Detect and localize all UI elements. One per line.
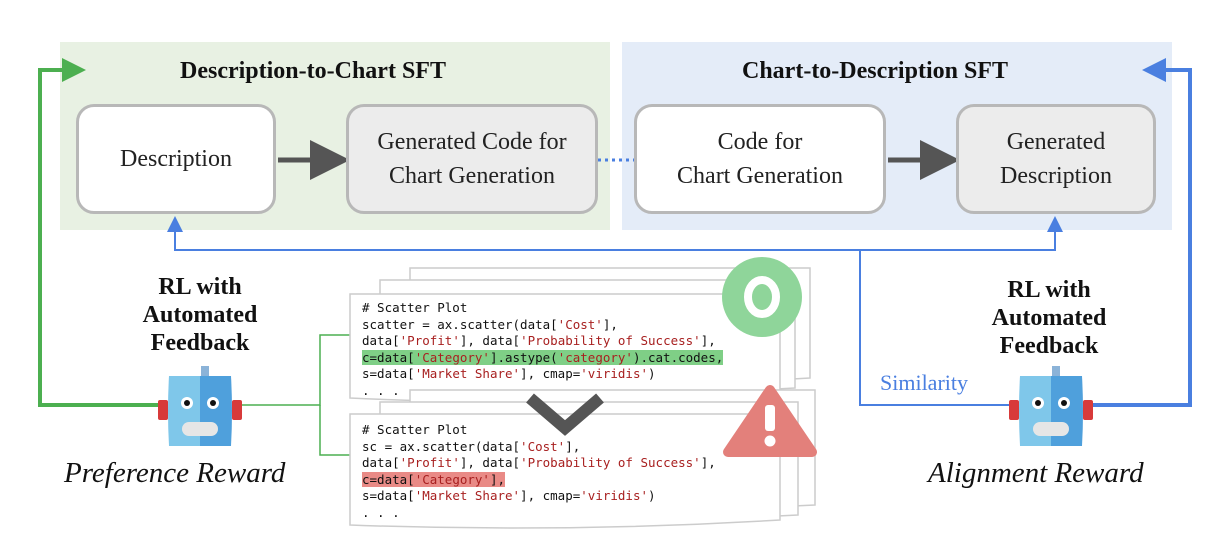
code-line: # Scatter Plot [362,422,468,437]
highlighted-incorrect-code: c=data['Category'], [362,471,506,487]
alignment-reward-label: Alignment Reward [928,457,1144,489]
description-to-chart-title: Description-to-Chart SFT [180,58,446,84]
generated-description-box: Generated Description [956,104,1156,214]
code-string: 'category' [557,349,633,365]
code-token: c=data[ [362,349,415,365]
code-token: ], cmap= [520,366,581,381]
preference-reward-loop [38,58,165,407]
code-ellipsis: . . . [362,382,400,398]
warning-triangle-icon [723,385,817,457]
robot-to-code-connector-2 [319,405,350,456]
robot-to-code-connector [240,334,350,406]
code-token: ) [648,488,656,503]
description-box: Description [76,104,276,214]
code-token: c=data[ [362,471,415,487]
code-string: 'Profit' [399,455,460,470]
robot-icon [158,366,242,446]
code-token: ], [565,438,581,454]
highlighted-correct-code: c=data['Category'].astype('category').ca… [362,349,724,365]
code-string: 'Category' [414,471,490,487]
bad-code-snippet: # Scatter Plot sc = ax.scatter(data['Cos… [362,422,716,521]
code-line: # Scatter Plot [362,300,468,315]
similarity-label: Similarity [880,370,968,395]
code-token: ], [489,471,506,487]
code-token: ], [602,316,618,332]
code-token: ], data[ [459,455,521,470]
generated-description-line2: Description [1000,163,1112,189]
code-string: 'Cost' [557,316,603,332]
code-token: ], [700,333,716,348]
code-token: data[ [362,455,400,470]
right-rl-line3: Feedback [999,333,1099,359]
good-code-snippet: # Scatter Plot scatter = ax.scatter(data… [362,300,724,399]
generated-description-line1: Generated [1006,129,1106,155]
right-rl-label: RL with Automated Feedback [964,276,1134,360]
code-token: ], data[ [459,333,521,348]
code-token: s=data[ [362,366,415,381]
left-rl-label: RL with Automated Feedback [115,273,285,357]
code-token: s=data[ [362,488,415,503]
preference-reward-label: Preference Reward [64,457,286,489]
chevron-down-icon [526,393,604,436]
right-rl-line2: Automated [991,305,1107,331]
code-string: 'Market Share' [414,366,521,381]
code-token: sc = ax.scatter(data[ [362,438,521,454]
code-for-chart-box: Code for Chart Generation [634,104,886,214]
robot-icon-right [1009,366,1093,446]
code-token: ], cmap= [520,488,581,503]
code-token: data[ [362,333,400,348]
code-string: 'viridis' [580,488,648,503]
bad-code-paper-stack [349,389,816,529]
code-string: 'Probability of Success' [520,455,701,470]
code-string: 'Cost' [520,438,566,454]
code-for-chart-line1: Code for [717,129,803,155]
left-rl-line3: Feedback [150,330,250,356]
generated-code-line1: Generated Code for [377,129,567,155]
description-box-label: Description [120,146,232,172]
code-token: ], [700,455,716,470]
alignment-reward-loop [1090,58,1192,407]
code-string: 'Profit' [399,333,460,348]
code-string: 'Probability of Success' [520,333,701,348]
code-string: 'Market Share' [414,488,521,503]
code-string: 'Category' [414,349,490,365]
code-token: ].astype( [489,349,558,365]
similarity-feedback-line [174,232,1056,251]
left-rl-line2: Automated [142,302,258,328]
generated-code-line2: Chart Generation [389,163,555,189]
left-rl-line1: RL with [158,274,242,300]
code-ellipsis: . . . [362,504,400,520]
similarity-branch-line [859,250,1012,406]
check-circle-icon [722,257,802,337]
code-for-chart-line2: Chart Generation [677,163,843,189]
code-token: ) [648,366,656,381]
code-token: scatter = ax.scatter(data[ [362,316,558,332]
chart-to-description-title: Chart-to-Description SFT [742,58,1008,84]
right-rl-line1: RL with [1007,277,1091,303]
code-string: 'viridis' [580,366,648,381]
code-token: ).cat.codes, [632,349,724,365]
generated-code-box: Generated Code for Chart Generation [346,104,598,214]
